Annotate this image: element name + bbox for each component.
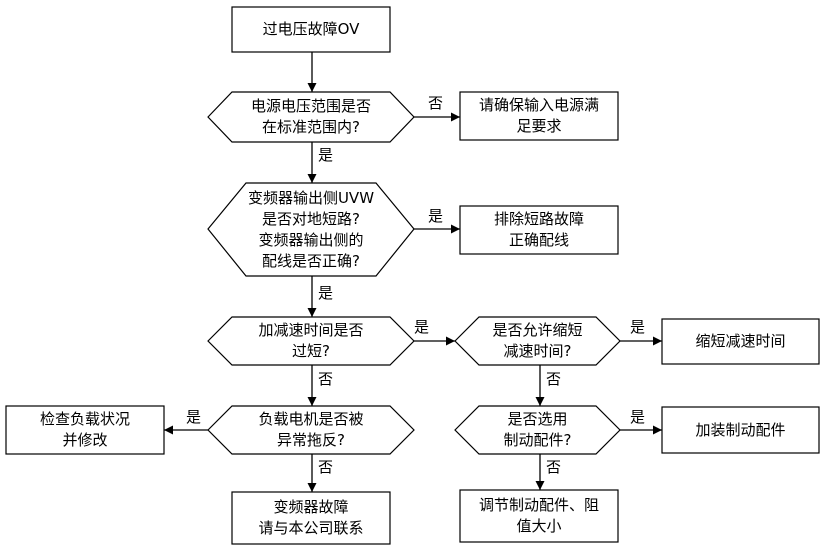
decision-output-short — [207, 182, 415, 277]
edge-label-d2-yes-down: 是 — [318, 284, 334, 302]
start-box — [231, 6, 391, 53]
result-fix-short — [459, 205, 619, 255]
edge-label-d4-yes: 是 — [630, 318, 646, 336]
decision-voltage-range — [207, 91, 415, 143]
decision-accel-time — [207, 316, 415, 366]
end-adjust-brake — [459, 489, 619, 543]
edge-label-d2-yes-right: 是 — [428, 207, 444, 225]
edge-label-d1-no: 否 — [428, 94, 444, 112]
edge-label-d1-yes: 是 — [318, 146, 334, 164]
edge-label-d5-no: 否 — [318, 458, 334, 476]
edge-label-d6-yes: 是 — [630, 408, 646, 426]
edge-label-d5-yes: 是 — [186, 408, 202, 426]
end-contact-company — [231, 491, 391, 545]
decision-load-reverse — [207, 405, 415, 455]
edge-label-d3-yes: 是 — [414, 318, 430, 336]
decision-brake-parts — [454, 405, 621, 455]
decision-shorten-decel — [454, 316, 621, 366]
edge-label-d3-no: 否 — [318, 370, 334, 388]
edge-label-d4-no: 否 — [546, 370, 562, 388]
result-check-load — [5, 405, 165, 455]
edge-label-d6-no: 否 — [546, 458, 562, 476]
result-ensure-power — [459, 91, 619, 141]
result-shorten-decel — [661, 318, 820, 365]
result-add-brake — [661, 406, 820, 454]
